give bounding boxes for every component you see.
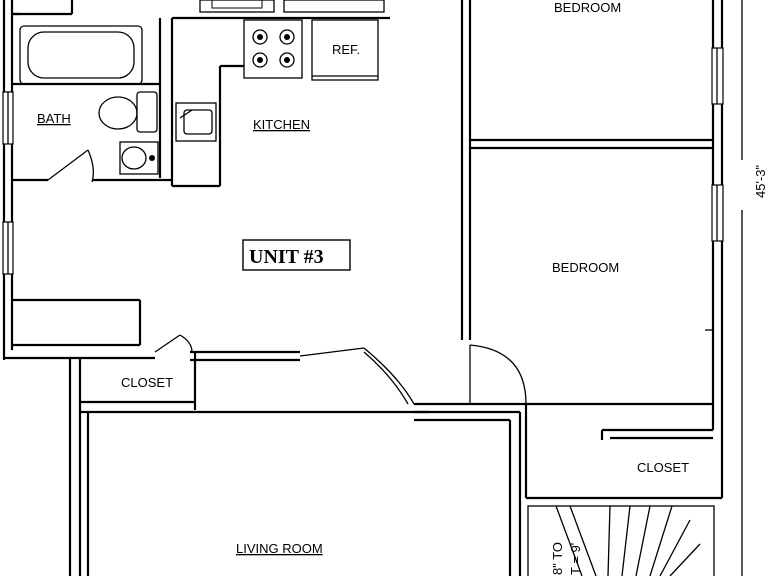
living-room-label: LIVING ROOM [236,541,323,556]
bath-area: BATH [12,12,172,183]
bath-door [47,149,89,181]
bathtub-basin [27,31,135,79]
counter-top-left [199,0,275,13]
unit-title: UNIT #3 [242,239,351,271]
dimension-line-right: 45'-3" [741,0,768,576]
toilet-tank [136,91,158,133]
bedroom-top-label: BEDROOM [554,0,621,15]
closet-right-label: CLOSET [637,460,689,475]
bathtub [19,25,143,85]
bedroom-main-label: BEDROOM [552,260,619,275]
counter-top-right [283,0,385,13]
stair-note-1: 8" TO [550,542,565,575]
interior-walls: CLOSET [4,0,527,576]
stairs: 8" TO T = 9' [527,505,715,576]
toilet [98,96,138,130]
dimension-label: 45'-3" [753,164,768,198]
closet-left-label: CLOSET [121,375,173,390]
bedroom-area: BEDROOM BEDROOM CLOSET [470,0,722,500]
bath-sink [119,141,159,175]
unit-title-text: UNIT #3 [249,246,324,268]
bath-label: BATH [37,111,71,126]
stair-note-2: T = 9' [568,543,583,575]
living-room-door [299,347,365,357]
closet-left-door [154,334,181,353]
outer-walls [2,0,724,498]
kitchen-label: KITCHEN [253,117,310,132]
kitchen-sink [175,102,217,142]
ref-label: REF. [332,42,360,57]
kitchen-area: REF. KITCHEN [170,0,390,188]
refrigerator [311,19,379,81]
stove [243,19,303,79]
